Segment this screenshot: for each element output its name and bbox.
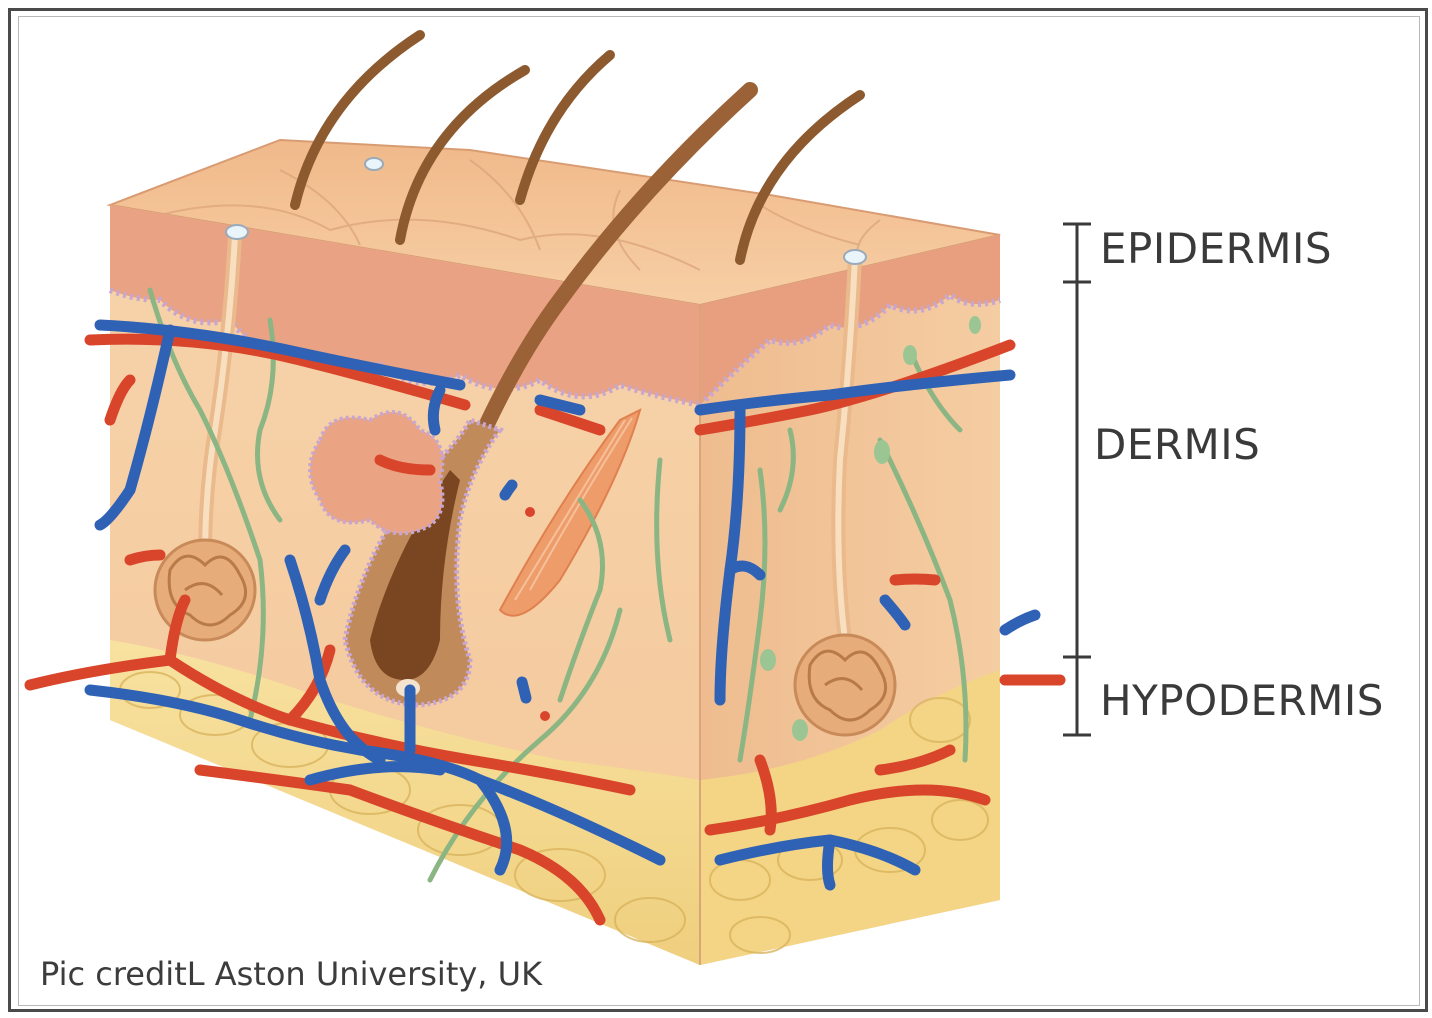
sweat-gland-coil-left xyxy=(155,540,255,640)
sweat-pore-left xyxy=(226,225,248,239)
label-epidermis: EPIDERMIS xyxy=(1100,224,1332,273)
image-credit: Pic creditL Aston University, UK xyxy=(40,955,542,993)
label-hypodermis: HYPODERMIS xyxy=(1100,676,1384,725)
label-dermis: DERMIS xyxy=(1094,420,1260,469)
layer-bracket xyxy=(1063,224,1091,735)
pore-top xyxy=(365,158,383,170)
sweat-gland-coil-right xyxy=(795,635,895,735)
sweat-pore-right xyxy=(844,250,866,264)
